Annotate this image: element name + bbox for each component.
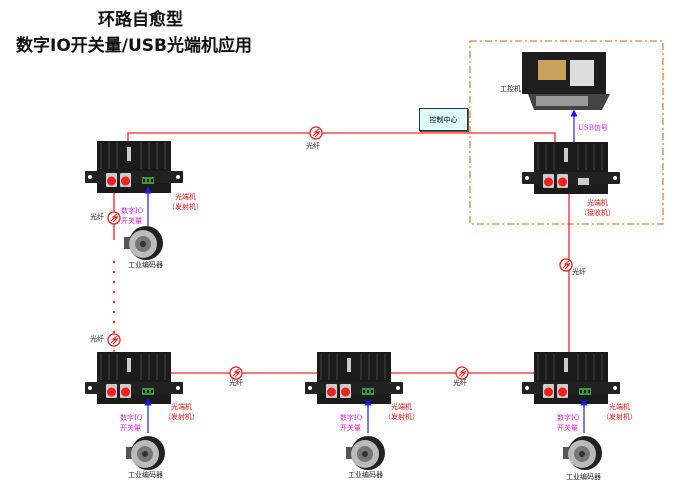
encoder-label: 工业编码器 (128, 471, 163, 479)
transmitter-device-top (84, 140, 184, 194)
encoder-image (126, 436, 165, 470)
fiber-label: 光纤 (453, 379, 467, 387)
continuation-dots (112, 260, 116, 334)
encoder-label: 工业编码器 (566, 473, 601, 481)
title-line-2: 数字IO开关量/USB光端机应用 (16, 36, 252, 56)
fiber-label: 光纤 (306, 142, 320, 150)
fiber-icon (455, 366, 469, 380)
transmitter-device-2 (304, 351, 404, 405)
encoder-image (563, 436, 602, 470)
fiber-label: 光纤 (90, 335, 104, 343)
fiber-label: 光纤 (229, 379, 243, 387)
transmitter-label: 光端机（发射机） (602, 403, 637, 421)
transmitter-device-1 (84, 351, 184, 405)
usb-signal-label: USB信号 (578, 124, 608, 132)
encoder-image (124, 226, 163, 260)
title-line-1: 环路自愈型 (98, 10, 183, 30)
transmitter-label: 光端机（发射机） (164, 403, 199, 421)
io-terminal (142, 177, 154, 184)
transmitter-device-3 (521, 351, 621, 405)
receiver-label: 光端机（接收机） (580, 199, 615, 217)
fiber-icon (309, 126, 323, 140)
fiber-label: 光纤 (90, 213, 104, 221)
transmitter-label: 光端机（发射机） (384, 403, 419, 421)
fiber-icon (229, 366, 243, 380)
industrial-pc-label: 工控机 (500, 85, 521, 93)
transmitter-label: 光端机（发射机） (168, 193, 203, 211)
control-center-box: 控制中心 (419, 108, 468, 131)
encoder-label: 工业编码器 (128, 261, 163, 269)
fiber-label: 光纤 (572, 268, 586, 276)
fiber-icon (107, 211, 121, 225)
industrial-pc-image (522, 52, 610, 110)
usb-port (578, 178, 589, 185)
fiber-icon (559, 258, 573, 272)
fiber-icon (107, 333, 121, 347)
encoder-image (346, 436, 385, 470)
encoder-label: 工业编码器 (348, 471, 383, 479)
receiver-device (521, 141, 621, 195)
